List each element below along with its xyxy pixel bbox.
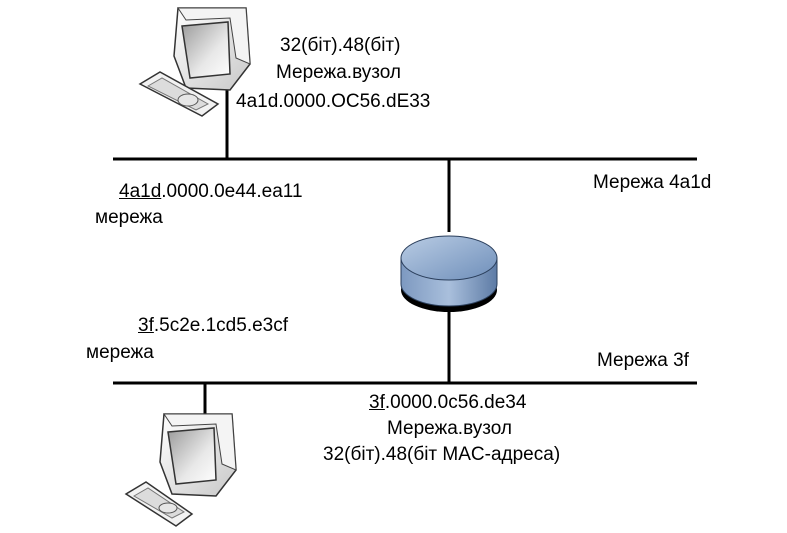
bottom-host-format-label: Мережа.вузол: [387, 418, 512, 439]
router-port-bottom-caption: мережа: [86, 342, 154, 363]
top-host-address-label: 4a1d.0000.OC56.dE33: [236, 91, 431, 112]
router-port-bottom-address: 3f.5c2e.1cd5.e3cf: [138, 315, 288, 337]
net-prefix: 3f: [369, 392, 385, 413]
net-prefix: 3f: [138, 315, 154, 336]
top-host-format-label: Мережа.вузол: [276, 62, 401, 83]
address-rest: .0000.0e44.ea11: [161, 181, 303, 202]
bottom-host-address-label: 3f.0000.0c56.de34: [369, 392, 526, 414]
bottom-host-bits-label: 32(біт).48(біт MAC-адреса): [323, 444, 561, 465]
router-port-top-caption: мережа: [95, 207, 163, 228]
router-port-top-address: 4a1d.0000.0e44.ea11: [119, 181, 303, 203]
address-rest: .5c2e.1cd5.e3cf: [153, 315, 289, 336]
address-rest: .0000.0c56.de34: [384, 392, 527, 413]
network-name-4a1d: Мережа 4a1d: [593, 172, 712, 193]
network-name-3f: Мережа 3f: [597, 350, 689, 371]
desktop-computer-icon: [124, 413, 237, 527]
top-host-bits-label: 32(біт).48(біт): [280, 35, 401, 56]
net-prefix: 4a1d: [119, 181, 162, 202]
desktop-computer-icon: [138, 7, 251, 117]
router-icon: [400, 235, 498, 312]
